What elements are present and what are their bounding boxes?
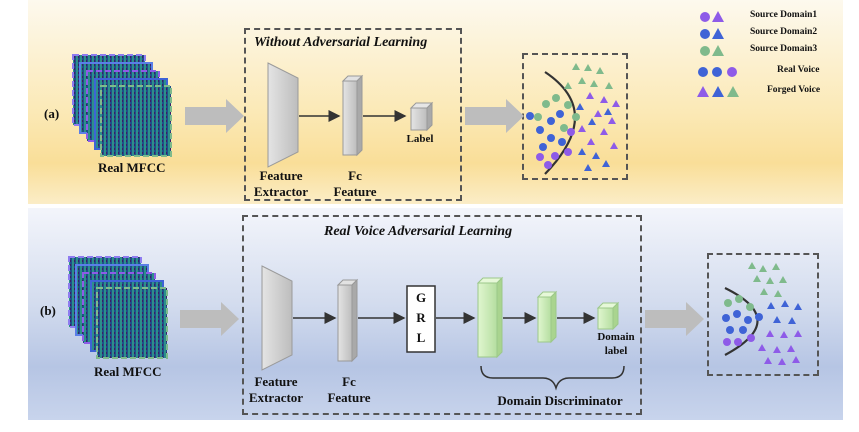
- panel-a-tag: (a): [44, 106, 60, 121]
- panel-a-method-frame: [244, 28, 462, 201]
- domain-label-line1: Domain: [597, 331, 635, 343]
- panel-b-fc-label-line1: Fc: [342, 374, 356, 389]
- panel-b-fc-block: [336, 278, 359, 363]
- legend-label-forged-voice: Forged Voice: [767, 85, 821, 95]
- domain-discriminator-label: Domain Discriminator: [497, 393, 623, 408]
- panel-a-box-title: Without Adversarial Learning: [254, 35, 428, 50]
- panel-b-output-arrow: [645, 302, 704, 336]
- grl-box: [406, 285, 436, 353]
- panel-b-tag: (b): [40, 303, 56, 318]
- panel-a-fc-block: [341, 74, 364, 157]
- panel-a-output-label: Label: [406, 133, 434, 145]
- panel-a-input-label: Real MFCC: [98, 160, 166, 175]
- domain-discriminator-block-1: [476, 276, 504, 359]
- panel-b-input-label: Real MFCC: [94, 364, 162, 379]
- legend-label-real-voice: Real Voice: [777, 65, 820, 75]
- domain-discriminator-brace: [480, 365, 625, 391]
- panel-a-scatter-plot: [526, 63, 620, 175]
- panel-a-fc-label-line1: Fc: [348, 168, 362, 183]
- panel-a-output-arrow: [465, 99, 524, 133]
- legend-markers: [697, 11, 739, 97]
- panel-a-label-cube: [409, 101, 434, 132]
- panel-b-box-title: Real Voice Adversarial Learning: [324, 224, 513, 239]
- panel-a-fc-label-line2: Feature: [333, 184, 377, 199]
- legend-label-source-domain2: Source Domain2: [750, 27, 818, 37]
- panel-b-scatter-plot: [722, 262, 802, 365]
- grl-letter-l: L: [416, 330, 426, 345]
- panel-a-input-arrow: [185, 99, 244, 133]
- legend-label-source-domain3: Source Domain3: [750, 44, 818, 54]
- panel-a-mfcc-stack: [72, 54, 172, 157]
- panel-b-result-frame: [707, 253, 819, 376]
- grl-letter-g: G: [415, 290, 427, 305]
- grl-letter-r: R: [416, 310, 426, 325]
- panel-a-feature-extractor-block: [267, 62, 299, 168]
- domain-label-cube: [596, 301, 620, 331]
- panel-b-method-frame: [242, 215, 642, 415]
- domain-label-line2: label: [604, 345, 628, 357]
- panel-b-fc-label-line2: Feature: [327, 390, 371, 405]
- panel-b-feature-extractor-label-line1: Feature: [254, 374, 298, 389]
- panel-b-input-arrow: [180, 302, 239, 336]
- panel-b-feature-extractor-block: [261, 265, 293, 371]
- panel-b-feature-extractor-label-line2: Extractor: [248, 390, 304, 405]
- legend-label-source-domain1: Source Domain1: [750, 10, 818, 20]
- panel-b-mfcc-stack: [68, 256, 168, 359]
- panel-a-feature-extractor-label-line2: Extractor: [253, 184, 309, 199]
- domain-discriminator-block-2: [536, 290, 558, 344]
- panel-a-feature-extractor-label-line1: Feature: [259, 168, 303, 183]
